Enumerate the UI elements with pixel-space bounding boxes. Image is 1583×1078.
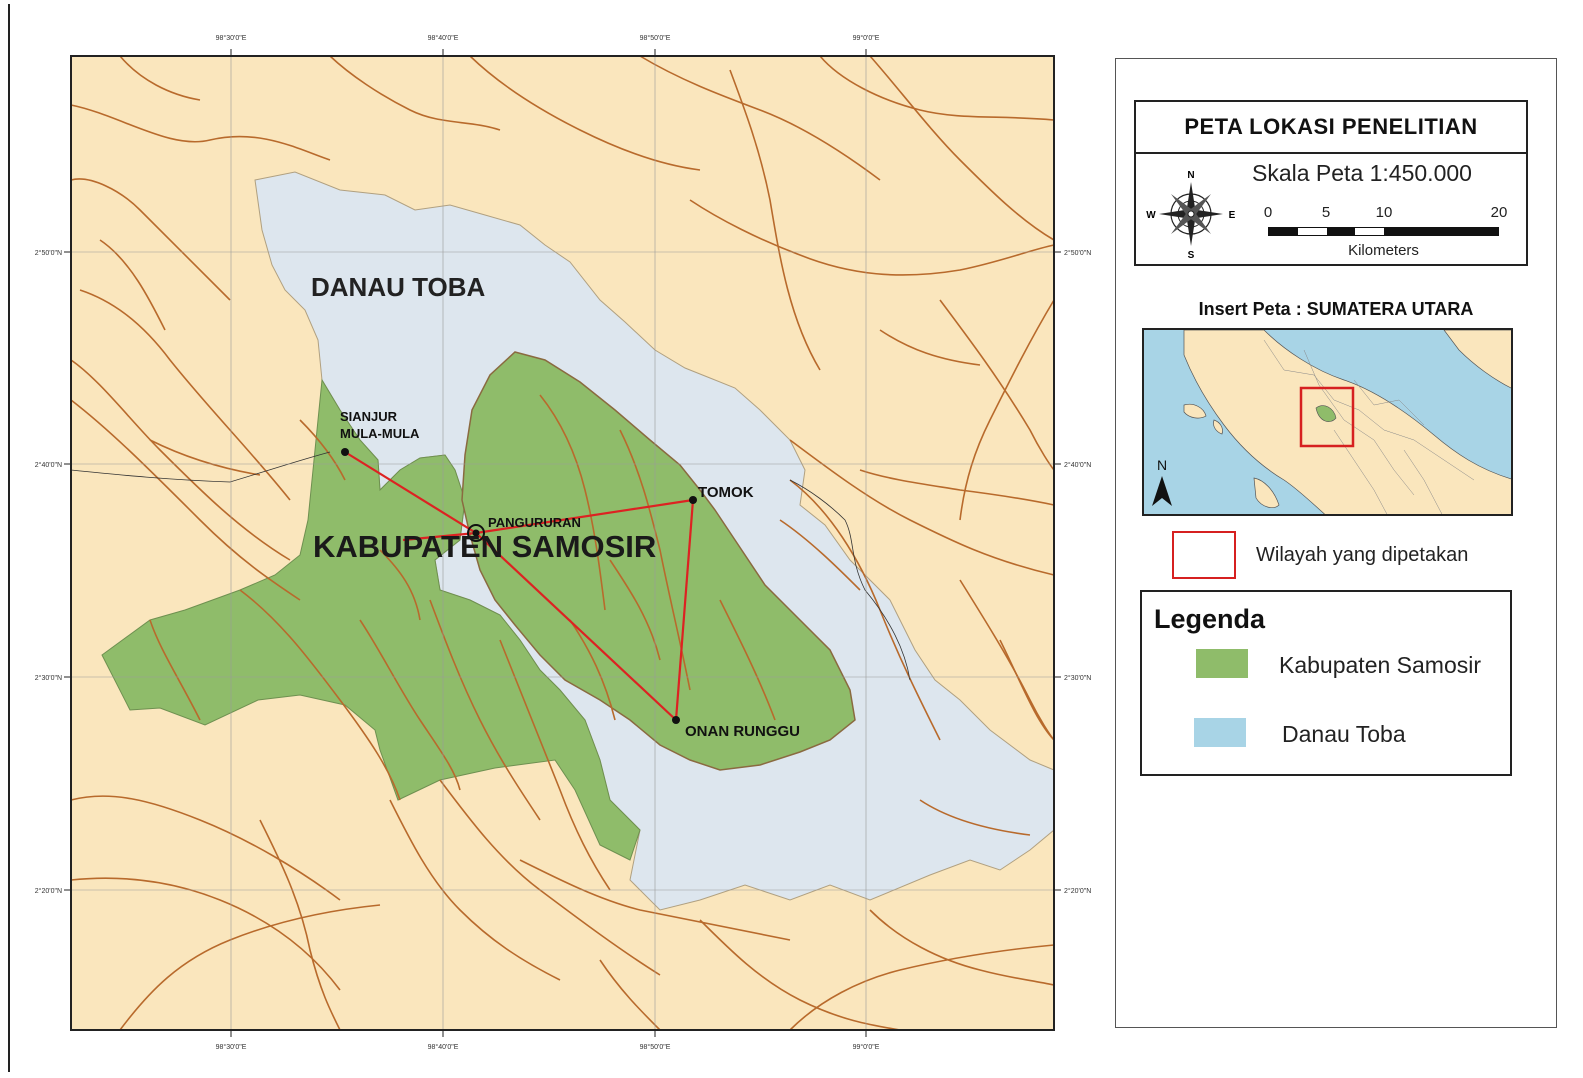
lon-label-bottom-3: 98°50'0"E <box>640 1043 671 1051</box>
region-samosir-mainland <box>101 378 641 861</box>
map-frame <box>70 55 1055 1031</box>
insert-title: Insert Peta : SUMATERA UTARA <box>1198 299 1474 319</box>
label-tomok: TOMOK <box>698 484 754 501</box>
graticule <box>71 56 1054 1030</box>
inset-legend-swatch <box>1172 531 1236 579</box>
scale-tick-0: 0 <box>1263 204 1273 221</box>
lon-label-bottom-1: 98°30'0"E <box>216 1043 247 1051</box>
lat-label-right-4: 2°20'0"N <box>1064 887 1091 895</box>
legend-label-samosir: Kabupaten Samosir <box>1279 652 1482 678</box>
label-sianjur-1: SIANJUR <box>340 409 398 424</box>
lat-label-right-1: 2°50'0"N <box>1064 249 1091 257</box>
compass-n: N <box>1187 170 1194 181</box>
compass-e: E <box>1229 210 1236 221</box>
lake-label: DANAU TOBA <box>311 272 486 302</box>
label-sianjur-2: MULA-MULA <box>340 426 420 441</box>
page-border <box>8 4 1576 1072</box>
point-pangururan-ring <box>467 524 485 542</box>
inset-focus-rect <box>1299 386 1355 448</box>
point-tomok[interactable] <box>689 496 697 504</box>
lat-label-right-2: 2°40'0"N <box>1064 461 1091 469</box>
inset-legend-label: Wilayah yang dipetakan <box>1256 544 1469 566</box>
research-route <box>344 451 695 721</box>
island-samosir <box>461 351 856 771</box>
inset-north-arrow-icon: N <box>1152 457 1172 506</box>
lon-label-bottom-4: 99°0'0"E <box>853 1043 880 1051</box>
lon-label-top-4: 99°0'0"E <box>853 34 880 42</box>
region-label: KABUPATEN SAMOSIR <box>313 529 656 564</box>
lat-label-left-4: 2°20'0"N <box>35 887 62 895</box>
frame-ticks <box>64 49 1061 1037</box>
scale-tick-5: 5 <box>1321 204 1331 221</box>
road-network <box>70 55 1055 1031</box>
legend-swatch-toba <box>1194 718 1246 747</box>
lon-label-top-3: 98°50'0"E <box>640 34 671 42</box>
inset-map-graphic: N <box>1144 330 1511 514</box>
map-title: PETA LOKASI PENELITIAN <box>1136 102 1526 154</box>
scale-ticks: 0 5 10 20 <box>1260 204 1508 222</box>
point-onan-runggu[interactable] <box>672 716 680 724</box>
inset-map[interactable]: N <box>1142 328 1513 516</box>
scale-tick-20: 20 <box>1490 204 1508 221</box>
lon-label-top-1: 98°30'0"E <box>216 34 247 42</box>
lat-label-right-3: 2°30'0"N <box>1064 674 1091 682</box>
title-box: PETA LOKASI PENELITIAN N S W E Skala Pet… <box>1134 100 1528 266</box>
label-pangururan: PANGURURAN <box>488 515 581 530</box>
lat-label-left-1: 2°50'0"N <box>35 249 62 257</box>
lat-label-left-2: 2°40'0"N <box>35 461 62 469</box>
scale-bar <box>1268 227 1499 236</box>
point-pangururan[interactable] <box>472 529 480 537</box>
legend-label-toba: Danau Toba <box>1282 721 1406 747</box>
inset-north-label: N <box>1157 457 1167 473</box>
compass-s: S <box>1188 250 1195 260</box>
compass-rose-icon: N S W E <box>1146 170 1236 260</box>
lon-label-top-2: 98°40'0"E <box>428 34 459 42</box>
compass-w: W <box>1146 210 1156 221</box>
scale-tick-10: 10 <box>1375 204 1393 221</box>
legend-swatch-samosir <box>1196 649 1248 678</box>
point-sianjur[interactable] <box>341 448 349 456</box>
admin-boundary <box>70 451 911 681</box>
scale-text: Skala Peta 1:450.000 <box>1252 160 1472 186</box>
legend-title: Legenda <box>1154 604 1266 634</box>
lat-label-left-3: 2°30'0"N <box>35 674 62 682</box>
scale-unit: Kilometers <box>1348 242 1419 259</box>
label-onan-runggu: ONAN RUNGGU <box>685 723 800 740</box>
lon-label-bottom-2: 98°40'0"E <box>428 1043 459 1051</box>
legend-box: Legenda Kabupaten Samosir Danau Toba <box>1140 590 1512 776</box>
